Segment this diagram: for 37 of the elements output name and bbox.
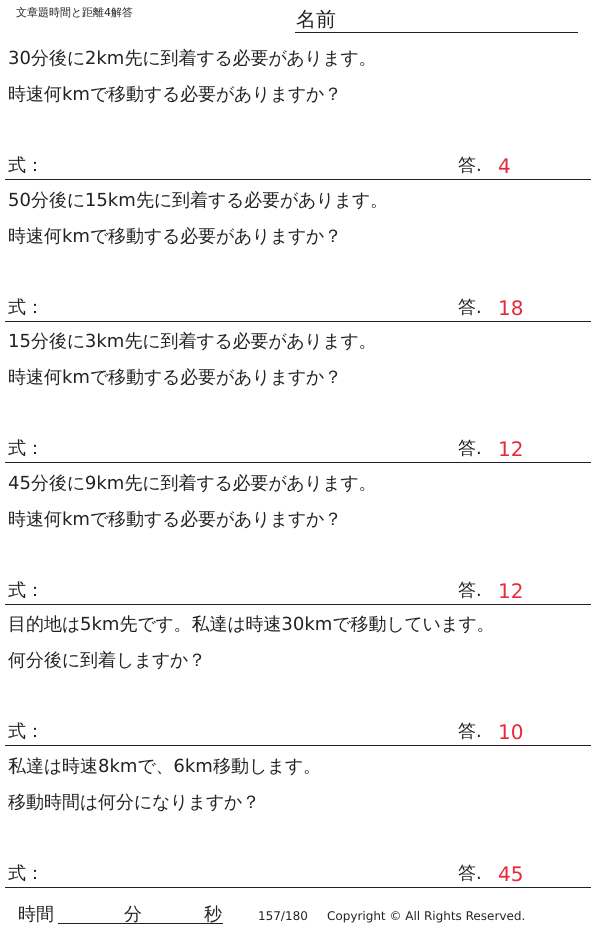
problem-text: 45分後に9km先に到着する必要があります。	[8, 472, 376, 494]
minutes-label: 分	[124, 904, 142, 926]
formula-label: 式：	[8, 155, 44, 177]
name-label: 名前	[296, 8, 336, 30]
answer-label: 答.	[458, 580, 482, 602]
formula-label: 式：	[8, 438, 44, 460]
problem-question: 何分後に到着しますか？	[8, 650, 206, 672]
problem-question: 時速何kmで移動する必要がありますか？	[8, 508, 342, 530]
formula-label: 式：	[8, 721, 44, 743]
time-label: 時間	[18, 904, 54, 926]
problem-question: 時速何kmで移動する必要がありますか？	[8, 367, 342, 389]
answer-value: 10	[498, 721, 524, 743]
problem-question: 時速何kmで移動する必要がありますか？	[8, 226, 342, 248]
problem-text: 私達は時速8kmで、6km移動します。	[8, 756, 321, 778]
answer-value: 4	[498, 155, 511, 177]
answer-value: 18	[498, 296, 524, 318]
formula-label: 式：	[8, 580, 44, 602]
answer-value: 45	[498, 862, 524, 884]
seconds-label: 秒	[204, 904, 222, 926]
answer-value: 12	[498, 580, 524, 602]
answer-value: 12	[498, 438, 524, 460]
problem-question: 時速何kmで移動する必要がありますか？	[8, 84, 342, 106]
answer-label: 答.	[458, 721, 482, 743]
answer-label: 答.	[458, 438, 482, 460]
problem-text: 30分後に2km先に到着する必要があります。	[8, 48, 376, 70]
answer-label: 答.	[458, 296, 482, 318]
problem-text: 15分後に3km先に到着する必要があります。	[8, 331, 376, 353]
formula-label: 式：	[8, 296, 44, 318]
problem-text: 目的地は5km先です。私達は時速30kmで移動しています。	[8, 614, 494, 636]
problem-question: 移動時間は何分になりますか？	[8, 792, 260, 814]
formula-label: 式：	[8, 862, 44, 884]
answer-label: 答.	[458, 862, 482, 884]
answer-label: 答.	[458, 155, 482, 177]
worksheet-title: 文章題時間と距離4解答	[16, 6, 133, 19]
problem-text: 50分後に15km先に到着する必要があります。	[8, 190, 388, 212]
page-number: 157/180	[258, 909, 308, 923]
copyright-text: Copyright © All Rights Reserved.	[327, 909, 526, 923]
